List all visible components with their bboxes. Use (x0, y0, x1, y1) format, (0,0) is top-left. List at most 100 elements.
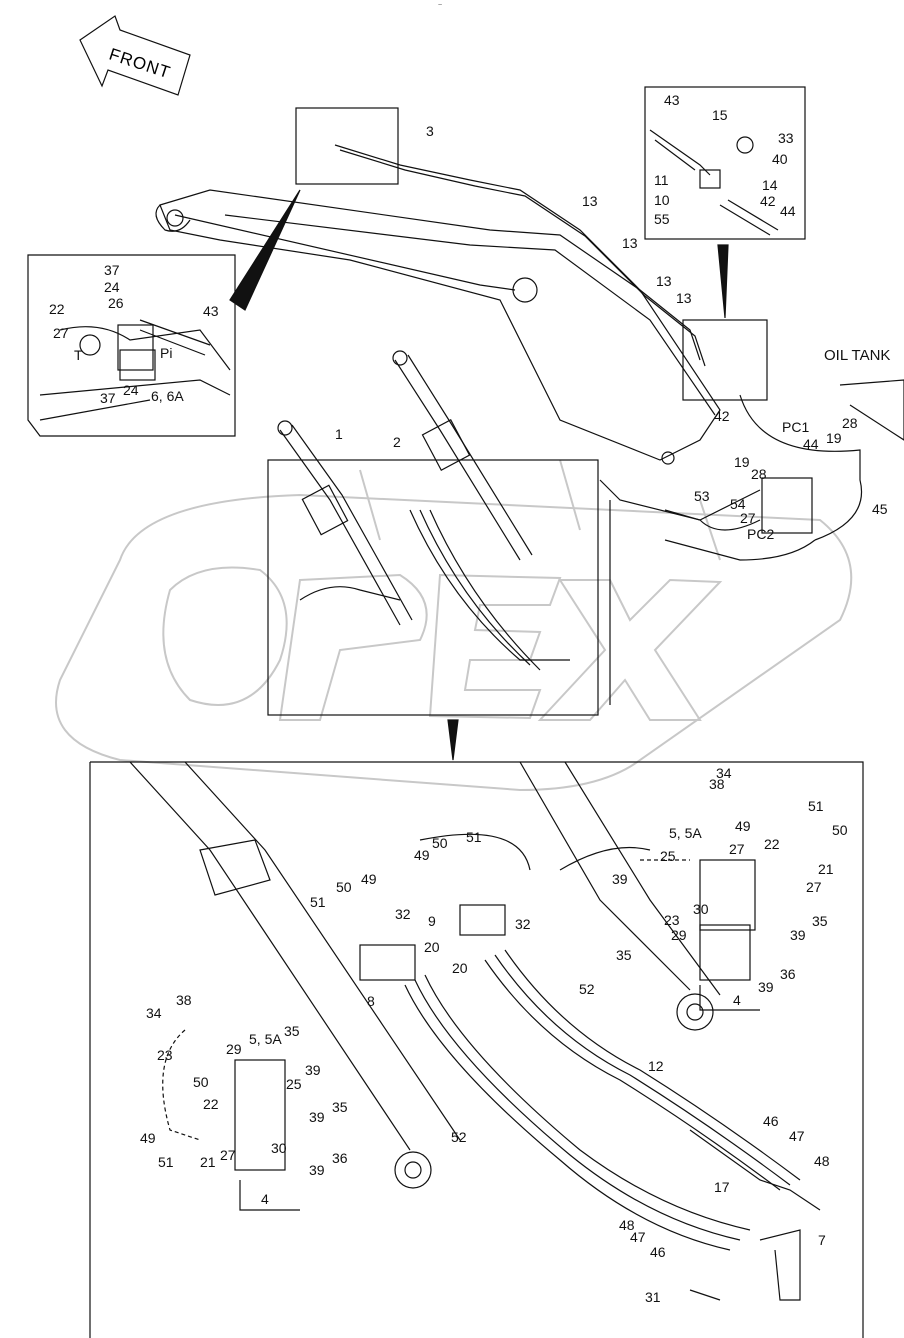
callout: 36 (332, 1150, 348, 1166)
callout: 20 (452, 960, 468, 976)
callout: 29 (226, 1041, 242, 1057)
callout: 28 (751, 466, 767, 482)
callout: 12 (648, 1058, 664, 1074)
callout: 35 (332, 1099, 348, 1115)
callout: 5, 5A (249, 1031, 282, 1047)
callout: 27 (220, 1147, 236, 1163)
callout: 33 (778, 130, 794, 146)
callout: 4 (261, 1191, 269, 1207)
callout: 39 (309, 1162, 325, 1178)
callout: 52 (579, 981, 595, 997)
callout: 24 (104, 279, 120, 295)
callout: 38 (709, 776, 725, 792)
callout: 48 (619, 1217, 635, 1233)
callout: 39 (758, 979, 774, 995)
callout: 44 (780, 203, 796, 219)
callout: 14 (762, 177, 778, 193)
callout: 22 (49, 301, 65, 317)
callout: 51 (808, 798, 824, 814)
callout: 49 (735, 818, 751, 834)
front-direction-indicator: FRONT (72, 22, 192, 92)
callout: 27 (53, 325, 69, 341)
callout: 28 (842, 415, 858, 431)
callout: 46 (650, 1244, 666, 1260)
callout: 49 (361, 871, 377, 887)
callout: 11 (654, 172, 669, 188)
callout: 27 (729, 841, 745, 857)
callout: 50 (432, 835, 448, 851)
callout: 32 (515, 916, 531, 932)
callout: 39 (309, 1109, 325, 1125)
callout: 43 (203, 303, 219, 319)
callout: 50 (832, 822, 848, 838)
callout: 35 (284, 1023, 300, 1039)
callout: 37 (104, 262, 120, 278)
callout: 17 (714, 1179, 730, 1195)
callout: 47 (789, 1128, 805, 1144)
callout: 23 (157, 1047, 173, 1063)
callout: 39 (790, 927, 806, 943)
callout: 32 (395, 906, 411, 922)
callout: 40 (772, 151, 788, 167)
callout: 8 (367, 993, 375, 1009)
callout: 35 (616, 947, 632, 963)
callout: 34 (716, 765, 732, 781)
callout: 20 (424, 939, 440, 955)
callout: T (74, 347, 83, 363)
callout: 37 (100, 390, 116, 406)
callout: 13 (676, 290, 692, 306)
callout: 24 (123, 382, 139, 398)
callout: PC2 (747, 526, 775, 542)
callout: 19 (734, 454, 750, 470)
callout: 21 (200, 1154, 216, 1170)
callout: Pi (160, 345, 173, 361)
callout: 13 (656, 273, 672, 289)
callout: 4 (733, 992, 741, 1008)
callout: 26 (108, 295, 124, 311)
callout: 35 (812, 913, 828, 929)
callout: 1 (335, 426, 343, 442)
callout: 27 (806, 879, 822, 895)
callout: 51 (158, 1154, 174, 1170)
callout: 51 (310, 894, 326, 910)
callout: 30 (271, 1140, 287, 1156)
callout: 3 (426, 123, 434, 139)
callout: 39 (305, 1062, 321, 1078)
callout: 43 (664, 92, 680, 108)
callout: 45 (872, 501, 888, 517)
callout: 27 (740, 510, 756, 526)
header-mark: ~ (438, 2, 443, 9)
callout: 25 (660, 848, 676, 864)
callout: 2 (393, 434, 401, 450)
callout: 10 (654, 192, 670, 208)
callout: 48 (814, 1153, 830, 1169)
callout: 34 (146, 1005, 162, 1021)
callout: 15 (712, 107, 728, 123)
callout: 25 (286, 1076, 302, 1092)
callout: 21 (818, 861, 834, 877)
callout: 22 (764, 836, 780, 852)
callout: 29 (671, 927, 687, 943)
callout: 54 (730, 496, 746, 512)
callout: 6, 6A (151, 388, 184, 404)
callout: 52 (451, 1129, 467, 1145)
callout: 30 (693, 901, 709, 917)
callout: 42 (760, 193, 776, 209)
callout: 44 (803, 436, 819, 452)
callout: 49 (414, 847, 430, 863)
callout: 38 (176, 992, 192, 1008)
callout: 36 (780, 966, 796, 982)
line-art (27, 15, 904, 1338)
callout: 50 (193, 1074, 209, 1090)
callout: 13 (622, 235, 638, 251)
callout: 49 (140, 1130, 156, 1146)
front-arrow-icon (79, 15, 191, 96)
callout: 7 (818, 1232, 826, 1248)
callout: 51 (466, 829, 482, 845)
callout: PC1 (782, 419, 810, 435)
callout: 23 (664, 912, 680, 928)
callout: 39 (612, 871, 628, 887)
oil-tank-label: OIL TANK (824, 347, 891, 364)
